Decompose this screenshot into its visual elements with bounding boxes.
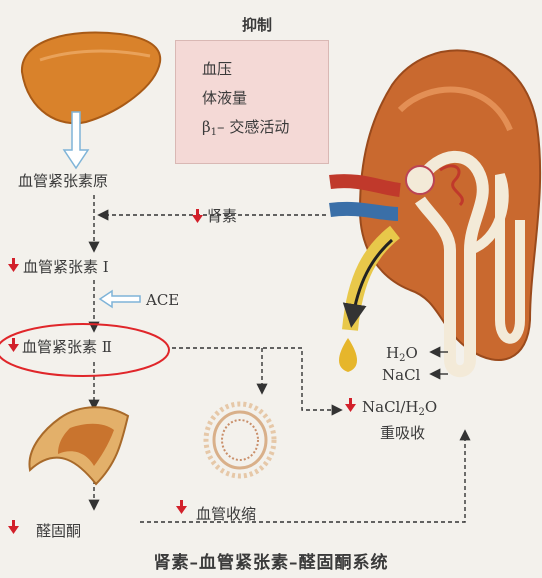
- legend-item-sympathetic: β1– 交感活动: [202, 116, 289, 138]
- legend-box: 血压 体液量 β1– 交感活动: [175, 40, 329, 164]
- down-arrow-icon: [345, 398, 356, 412]
- down-arrow-icon: [8, 258, 19, 272]
- angiotensin2-label: 血管紧张素 Ⅱ: [22, 338, 112, 356]
- beta-symbol: β: [202, 118, 211, 136]
- aldosterone-label: 醛固酮: [36, 522, 81, 540]
- blood-vessel-ring-illustration: [206, 404, 274, 476]
- nacl-label: NaCl: [382, 366, 420, 384]
- reabsorption-line1: NaCl/H2O: [362, 398, 437, 422]
- h2o-prefix: H: [386, 344, 399, 362]
- h2o-label: H2O: [386, 344, 418, 368]
- reabs-nacl-h: NaCl/H: [362, 398, 418, 416]
- renin-label: 肾素: [207, 207, 237, 225]
- legend-item-fluid-volume: 体液量: [202, 87, 247, 108]
- down-arrow-icon: [8, 338, 19, 352]
- vasoconstriction-label: 血管收缩: [196, 505, 256, 523]
- liver-illustration: [22, 33, 160, 124]
- reabs-o: O: [425, 398, 437, 416]
- legend-title: 抑制: [242, 14, 272, 35]
- sympathetic-label: – 交感活动: [217, 118, 289, 136]
- reabsorption-line2: 重吸收: [380, 424, 425, 442]
- h2o-suffix: O: [405, 344, 417, 362]
- down-arrow-icon: [8, 520, 19, 534]
- angiotensin1-label: 血管紧张素 Ⅰ: [23, 258, 109, 276]
- adrenal-gland-illustration: [29, 407, 128, 484]
- diagram-title: 肾素–血管紧张素–醛固酮系统: [0, 548, 542, 573]
- angiotensinogen-label: 血管紧张素原: [18, 172, 108, 190]
- legend-item-blood-pressure: 血压: [202, 58, 232, 79]
- ace-arrow: [100, 291, 140, 307]
- down-arrow-icon: [176, 500, 187, 514]
- down-arrow-icon: [192, 209, 203, 223]
- ace-label: ACE: [146, 291, 179, 309]
